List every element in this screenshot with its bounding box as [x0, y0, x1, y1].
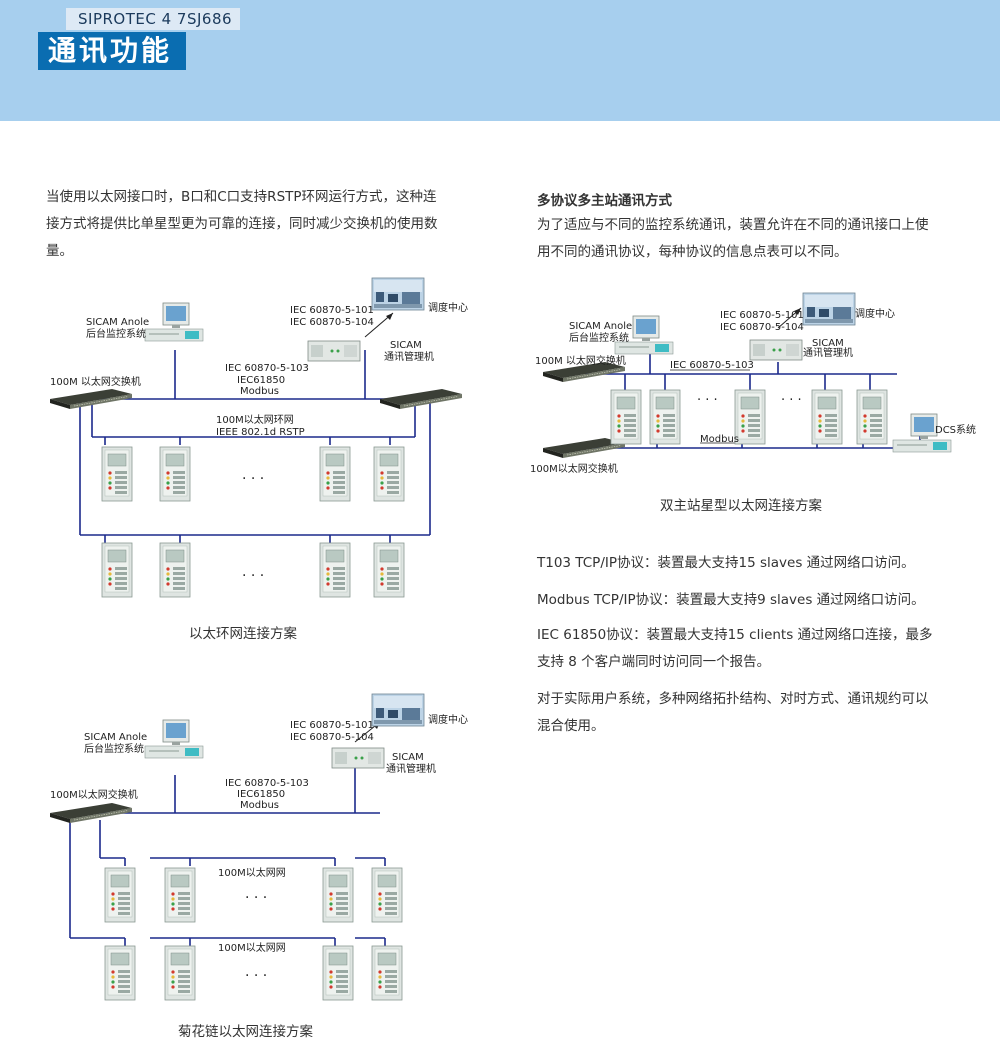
protocol-t103: T103 TCP/IP协议：装置最大支持15 slaves 通过网络口访问。	[537, 555, 915, 571]
dual-master-star-diagram: SICAM Anole 后台监控系统 100M 以太网交换机 100M以太网交换…	[530, 292, 976, 475]
label-comm-manager: 通讯管理机	[386, 762, 436, 775]
label-ring-network: 100M以太网环网	[216, 413, 294, 426]
right-intro: 为了适应与不同的监控系统通讯，装置允许在不同的通讯接口上使 用不同的通讯协议，每…	[537, 217, 929, 260]
right-heading: 多协议多主站通讯方式	[537, 193, 672, 209]
label-iec101: IEC 60870-5-101	[720, 310, 804, 321]
ellipsis-row-1: · · ·	[242, 471, 264, 487]
star-caption: 双主站星型以太网连接方案	[660, 498, 822, 514]
label-dispatch-center: 调度中心	[428, 713, 468, 726]
mixed-use-note: 对于实际用户系统，多种网络拓扑结构、对时方式、通讯规约可以 混合使用。	[537, 691, 929, 734]
left-intro: 当使用以太网接口时，B口和C口支持RSTP环网运行方式，这种连 接方式将提供比单…	[46, 189, 438, 259]
ellipsis-row-2: · · ·	[245, 968, 267, 984]
label-switch: 100M以太网交换机	[50, 788, 138, 801]
label-iec61850: IEC61850	[237, 375, 285, 386]
ellipsis-row-1: · · ·	[245, 890, 267, 906]
label-iec104: IEC 60870-5-104	[290, 732, 374, 743]
label-sicam-anole: SICAM Anole	[569, 321, 632, 332]
label-monitor-system: 后台监控系统	[84, 742, 144, 755]
label-monitor-system: 后台监控系统	[86, 327, 146, 340]
label-rstp: IEEE 802.1d RSTP	[216, 427, 305, 438]
protocol-modbus: Modbus TCP/IP协议：装置最大支持9 slaves 通过网络口访问。	[537, 592, 925, 608]
label-comm-manager: 通讯管理机	[384, 350, 434, 363]
label-monitor-system: 后台监控系统	[569, 331, 629, 344]
label-switch: 100M 以太网交换机	[50, 375, 141, 388]
label-iec103: IEC 60870-5-103	[225, 363, 309, 374]
label-modbus: Modbus	[700, 434, 739, 445]
label-modbus: Modbus	[240, 800, 279, 811]
ring-caption: 以太环网连接方案	[189, 626, 297, 642]
label-iec103: IEC 60870-5-103	[670, 360, 754, 371]
label-switch-top: 100M 以太网交换机	[535, 354, 626, 367]
ellipsis-right: · · ·	[781, 393, 802, 408]
product-tag: SIPROTEC 4 7SJ686	[66, 8, 241, 30]
label-iec61850: IEC61850	[237, 789, 285, 800]
label-sicam-anole: SICAM Anole	[84, 732, 147, 743]
label-iec101: IEC 60870-5-101	[290, 720, 374, 731]
label-sicam: SICAM	[392, 752, 424, 763]
label-dispatch-center: 调度中心	[855, 307, 895, 320]
label-iec104: IEC 60870-5-104	[720, 322, 804, 333]
label-sicam: SICAM	[390, 340, 422, 351]
ellipsis-row-2: · · ·	[242, 568, 264, 584]
ethernet-ring-diagram: SICAM Anole 后台监控系统 100M 以太网交换机 IEC 60870…	[49, 277, 468, 598]
label-dcs-system: DCS系统	[935, 423, 976, 436]
label-iec101: IEC 60870-5-101	[290, 305, 374, 316]
label-sicam: SICAM	[812, 338, 844, 349]
label-dispatch-center: 调度中心	[428, 301, 468, 314]
section-title: 通讯功能	[38, 32, 187, 70]
label-comm-manager: 通讯管理机	[803, 346, 853, 359]
ellipsis-left: · · ·	[697, 393, 718, 408]
daisy-chain-diagram: SICAM Anole 后台监控系统 100M以太网交换机 IEC 60870-…	[49, 693, 468, 1001]
label-network-2: 100M以太网网	[218, 941, 286, 954]
label-sicam-anole: SICAM Anole	[86, 317, 149, 328]
label-network-1: 100M以太网网	[218, 866, 286, 879]
label-iec103: IEC 60870-5-103	[225, 778, 309, 789]
daisy-caption: 菊花链以太网连接方案	[178, 1024, 313, 1040]
label-modbus: Modbus	[240, 386, 279, 397]
protocol-iec61850: IEC 61850协议：装置最大支持15 clients 通过网络口连接，最多 …	[537, 627, 933, 670]
label-iec104: IEC 60870-5-104	[290, 317, 374, 328]
label-switch-bottom: 100M以太网交换机	[530, 462, 618, 475]
